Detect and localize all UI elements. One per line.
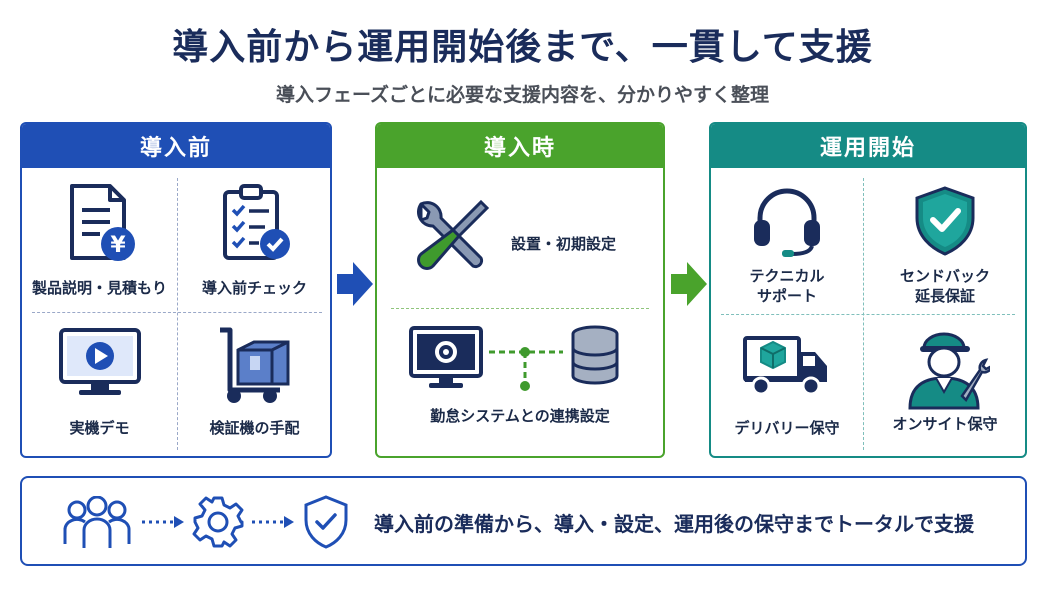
item-label: 検証機の手配 bbox=[209, 419, 300, 437]
wrench-screwdriver-icon bbox=[417, 199, 490, 270]
item-delivery-maintenance: デリバリー保守 bbox=[711, 330, 863, 438]
item-label: センドバック 延長保証 bbox=[900, 266, 990, 307]
item-label-line: 延長保証 bbox=[914, 287, 975, 306]
item-sendback-warranty: センドバック 延長保証 bbox=[863, 184, 1025, 307]
item-label-line: センドバック bbox=[899, 267, 990, 285]
item-pre-check: 導入前チェック bbox=[177, 182, 330, 298]
divider bbox=[391, 308, 649, 309]
monitor-play-icon bbox=[58, 328, 141, 395]
phase-title: 導入前 bbox=[22, 124, 330, 168]
summary-text: 導入前の準備から、導入・設定、運用後の保守までトータルで支援 bbox=[374, 512, 974, 536]
arrow-right-icon bbox=[337, 262, 373, 306]
item-label: 勤怠システムとの連携設定 bbox=[430, 407, 610, 425]
monitor-database-link-icon bbox=[409, 325, 619, 391]
phase-panel-operation-start: 運用開始 テクニカル サポート センドバック 延長保証 bbox=[709, 122, 1027, 458]
item-onsite-maintenance: オンサイト保守 bbox=[863, 324, 1025, 434]
item-demo: 実機デモ bbox=[22, 324, 177, 438]
item-product-explanation: ¥ 製品説明・見積もり bbox=[22, 182, 177, 298]
page-title: 導入前から運用開始後まで、一貫して支援 bbox=[172, 27, 873, 68]
item-test-machine: 検証機の手配 bbox=[177, 324, 330, 438]
dotted-arrow-icon bbox=[252, 516, 294, 528]
headset-icon bbox=[754, 188, 820, 257]
summary-box: 導入前の準備から、導入・設定、運用後の保守までトータルで支援 bbox=[20, 476, 1027, 566]
dotted-arrow-icon bbox=[142, 516, 184, 528]
divider bbox=[177, 178, 178, 450]
shield-check-icon bbox=[304, 495, 348, 549]
arrow-right-icon bbox=[671, 262, 707, 306]
item-label: デリバリー保守 bbox=[734, 419, 840, 437]
phase-title: 導入時 bbox=[377, 124, 663, 168]
divider bbox=[32, 312, 322, 313]
item-label: 設置・初期設定 bbox=[511, 235, 617, 253]
technician-icon bbox=[908, 332, 990, 410]
item-technical-support: テクニカル サポート bbox=[711, 184, 863, 307]
divider bbox=[721, 314, 1015, 315]
page-subtitle: 導入フェーズごとに必要な支援内容を、分かりやすく整理 bbox=[275, 84, 770, 106]
document-yen-icon: ¥ bbox=[69, 184, 135, 261]
item-label-line: サポート bbox=[756, 287, 817, 306]
item-label: オンサイト保守 bbox=[892, 415, 998, 433]
item-label: 製品説明・見積もり bbox=[31, 279, 167, 297]
phase-panel-pre-introduction: 導入前 ¥ 製品説明・見積もり 導入前チェック bbox=[20, 122, 332, 458]
people-icon bbox=[63, 496, 131, 548]
clipboard-check-icon bbox=[222, 184, 290, 260]
phase-title: 運用開始 bbox=[711, 124, 1025, 168]
item-label: テクニカル サポート bbox=[749, 266, 824, 307]
delivery-truck-icon bbox=[743, 336, 827, 396]
item-label-line: テクニカル bbox=[749, 267, 825, 285]
phase-panel-introduction: 導入時 設置・初期設定 勤怠システムとの連携設定 bbox=[375, 122, 665, 458]
svg-text:¥: ¥ bbox=[110, 233, 126, 258]
shield-check-icon bbox=[915, 186, 975, 256]
item-label: 導入前チェック bbox=[201, 279, 307, 297]
item-label: 実機デモ bbox=[69, 419, 130, 437]
hand-truck-box-icon bbox=[219, 327, 289, 403]
gear-icon bbox=[192, 496, 244, 548]
